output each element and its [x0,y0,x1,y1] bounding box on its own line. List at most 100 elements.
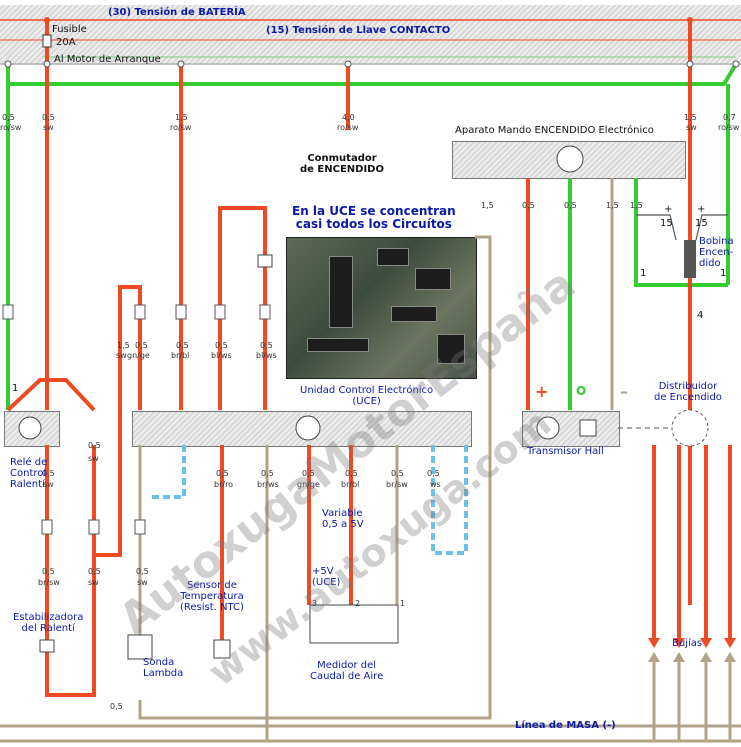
lambda-label: Sonda Lambda [143,657,184,679]
uce-symbol-icon [295,415,321,441]
uce-note: En la UCE se concentran casi todos los C… [292,204,456,232]
airflow-meter-icon [309,604,399,644]
wire-code: 1,5 [684,113,697,122]
connector-icon [687,17,693,23]
wire-code: 0,5 [564,201,577,210]
wire-code: 0,5 [42,469,55,478]
wire-code: 0,5 [176,341,189,350]
wire-code: gn/ge [297,480,320,489]
coil-terminal: 15 [695,218,708,229]
uce-chip [377,248,409,266]
uce-circuit-board-image [286,237,477,379]
green-wire-coil [634,178,728,287]
wire-code: sw [43,123,54,132]
wire-code: br/sw [386,480,408,489]
wire-code: sw [88,578,99,587]
brown-wire-uce-loop [138,235,492,720]
variable-label: Variable 0,5 a 5V [322,508,364,530]
wire-code: br/ro [214,480,234,489]
wire-code: 0,5 [2,113,15,122]
wire-code: 0,5 [261,469,274,478]
hall-label: Transmisor Hall [527,446,604,457]
green-feed-wire [6,62,738,86]
switch-label: Conmutador de ENCENDIDO [300,153,384,175]
ignition-module-symbol-icon [556,145,584,173]
wire-code: 1,5 [606,201,619,210]
red-wire-uce-stab [94,285,142,557]
distributor-icon [671,409,709,447]
blue-wire-lambda [152,445,186,499]
plus5v-label: +5V (UCE) [312,566,341,588]
wire-code: gn/ge [127,351,150,360]
wire-code: ws [430,480,441,489]
coil-terminal: 1 [720,268,727,279]
coil-secondary [695,214,728,241]
uce-chip [307,338,369,352]
connector-icon [44,17,50,23]
coil-terminal: + [697,204,706,215]
connector-icon [732,60,740,68]
wire-code: ro/sw [718,123,740,132]
wire-code: 0,5 [216,469,229,478]
plug-connector-icon [175,304,187,320]
spark-plug-icon [673,652,685,662]
wire-code: 0,5 [88,567,101,576]
coil-primary [636,214,677,241]
coil-terminal: + [664,204,673,215]
plug-connector-icon [88,519,100,535]
plug-connector-icon [214,304,226,320]
ignition-module-label: Aparato Mando ENCENDIDO Electrónico [455,125,654,136]
plug-connector-icon [134,304,146,320]
red-wire-relay-link [6,378,96,412]
spark-plug-icon [700,638,712,648]
wire-code: sw [137,578,148,587]
wire-code: 1,5 [481,201,494,210]
wire-code: 0,5 [427,469,440,478]
red-wire-stabilizer [45,445,96,697]
wire-code: 0,5 [260,341,273,350]
wire-code: ro/sw [0,123,22,132]
starter-label: Al Motor de Arranque [54,54,161,65]
uce-label: Unidad Control Electrónico (UCE) [300,385,434,407]
blue-wire-uce [431,445,468,555]
plug-connector-icon [41,519,53,535]
hall-plus: + [535,382,549,401]
valve-icon [257,254,273,268]
wire-code: 4,0 [342,113,355,122]
red-wire-loop [218,206,267,410]
lambda-sensor-icon [127,634,153,660]
fuse-rating: 20A [56,37,76,48]
ignition-line-label: (15) Tensión de Llave CONTACTO [266,25,451,36]
ground-label: Línea de MASA (-) [515,720,616,731]
wire-code: br/ws [257,480,279,489]
stabilizer-label: Estabilizadora del Ralentí [13,612,84,634]
uce-chip [437,334,465,364]
wire-code: 1,5 [630,201,643,210]
relay-symbol-icon [18,416,42,440]
wire-code: ro/sw [170,123,192,132]
spark-plug-icon [700,652,712,662]
plug-connector-icon [2,304,14,320]
wire-code: 0,5 [42,113,55,122]
wire-code: sw [686,123,697,132]
wire-code: sw [116,351,127,360]
wire-code: br/bl [341,480,360,489]
plug-connector-icon [134,519,146,535]
airflow-label: Medidor del Caudal de Aire [310,660,384,682]
temp-sensor-icon [213,639,231,659]
coil-terminal: 15 [660,218,673,229]
uce-chip [329,256,353,328]
connector-icon [344,60,352,68]
hall-minus: – [620,382,628,401]
wire-code: bl/ws [256,351,277,360]
connector-icon [4,60,12,68]
wire-code: br/bl [171,351,190,360]
battery-line-label: (30) Tensión de BATERÍA [108,7,246,18]
wire-code: 0,5 [522,201,535,210]
spark-plug-icon [673,638,685,648]
pin-label: 1 [400,599,406,608]
hall-magnet-icon [579,419,597,437]
spark-plug-icon [724,638,736,648]
